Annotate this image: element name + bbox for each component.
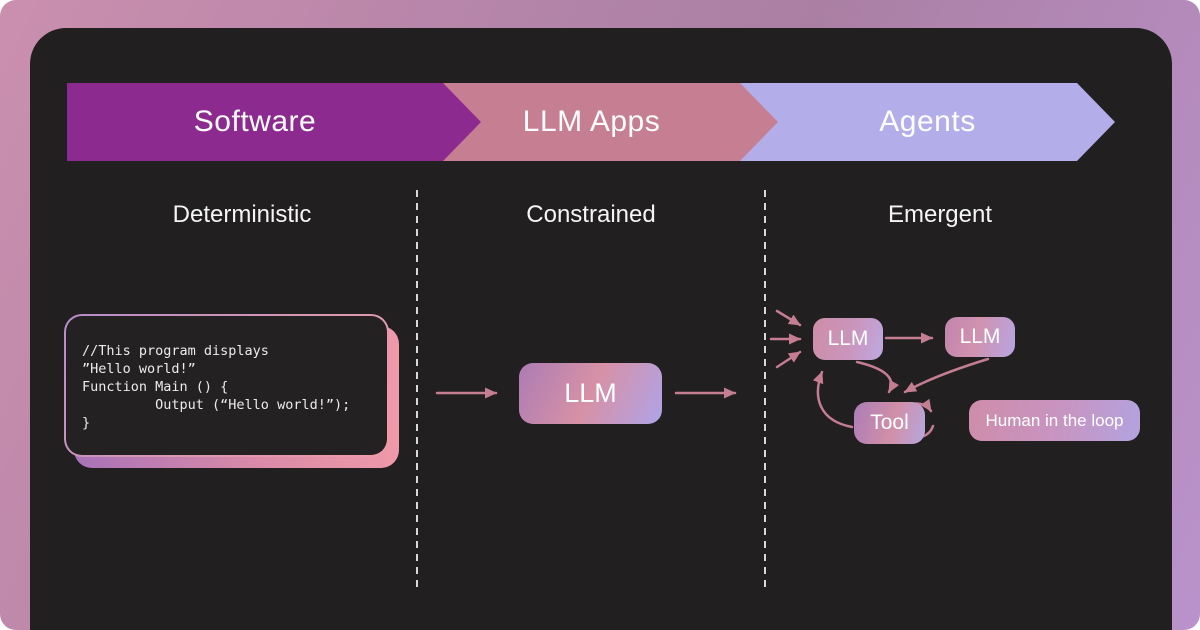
llm-box-agent-2: LLM [945, 317, 1015, 357]
code-block-inner: //This program displays ”Hello world!” F… [66, 316, 387, 455]
banner-stage-agents-label: Agents [879, 105, 976, 138]
column-divider-right [764, 190, 766, 592]
code-text: //This program displays ”Hello world!” F… [82, 343, 351, 431]
llm-box-agent-2-label: LLM [959, 325, 1001, 348]
banner-stage-software: Software [67, 83, 481, 161]
column-divider-left [416, 190, 418, 592]
column-title-emergent: Emergent [887, 201, 993, 228]
banner-stage-agents: Agents [740, 83, 1115, 161]
banner-stage-software-label: Software [193, 105, 317, 138]
human-in-the-loop-label: Human in the loop [985, 410, 1124, 430]
llm-box-agent-1: LLM [813, 318, 883, 360]
llm-box-constrained-label: LLM [564, 378, 617, 408]
tool-box-label: Tool [870, 411, 909, 434]
llm-box-agent-1-label: LLM [827, 327, 869, 350]
human-in-the-loop-box: Human in the loop [969, 400, 1140, 441]
banner-stage-llm-apps-label: LLM Apps [522, 105, 661, 138]
tool-box: Tool [854, 402, 925, 444]
column-title-deterministic: Deterministic [172, 201, 312, 228]
code-block: //This program displays ”Hello world!” F… [64, 314, 389, 457]
column-title-constrained: Constrained [526, 201, 656, 228]
llm-box-constrained: LLM [519, 363, 662, 424]
